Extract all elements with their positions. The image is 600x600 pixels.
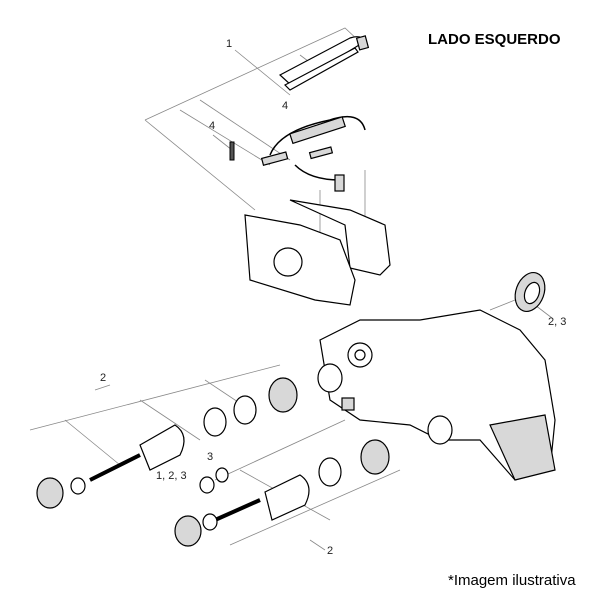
wear-sensor-part	[269, 115, 366, 192]
callout-1-2-3: 1, 2, 3	[156, 470, 187, 482]
callout-3: 3	[207, 451, 214, 463]
guide-pin-lower	[174, 439, 390, 547]
callout-2-3: 2, 3	[548, 316, 567, 328]
brake-pads	[244, 199, 391, 306]
caliper-body	[317, 309, 556, 481]
seal-ring	[514, 272, 546, 312]
callout-1: 1	[226, 38, 233, 50]
spring-clips	[229, 141, 334, 166]
callout-2-lower: 2	[327, 545, 334, 557]
callout-4-pin: 4	[209, 120, 216, 132]
leader-lines	[29, 27, 553, 551]
bolt-part	[355, 35, 370, 51]
illustrative-note: *Imagem ilustrativa	[448, 572, 576, 589]
guide-pin-upper	[36, 377, 298, 509]
callout-2-upper: 2	[100, 372, 107, 384]
hex-key-part	[278, 36, 365, 91]
callout-4-sensor: 4	[282, 100, 289, 112]
side-title: LADO ESQUERDO	[428, 31, 561, 48]
